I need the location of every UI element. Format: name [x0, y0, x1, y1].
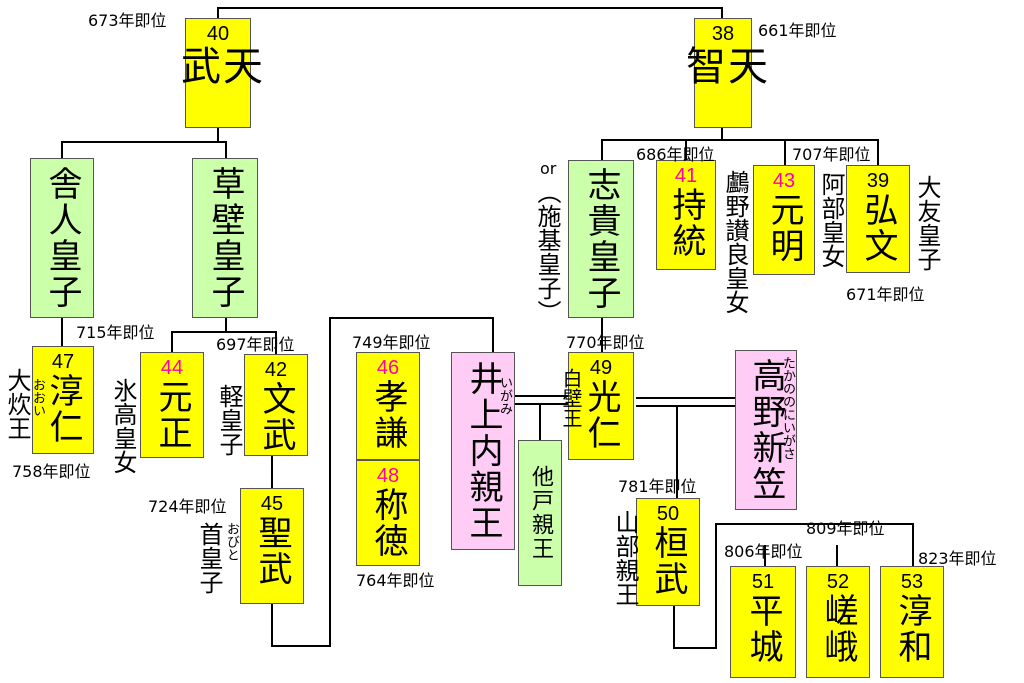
- emperor-44-gensho-box: 44 元正: [140, 352, 204, 458]
- furigana: おおい: [30, 378, 45, 417]
- emperor-47-junnin-box: 47 淳仁: [32, 346, 94, 454]
- emperor-48-shotoku-box: 48 称徳: [356, 460, 420, 566]
- accession-year: 724年即位: [148, 497, 227, 516]
- personal-name: 白壁王: [559, 368, 583, 428]
- emperor-51-heizei-box: 51 平城: [730, 566, 796, 678]
- accession-year: 758年即位: [12, 462, 91, 481]
- reign-number: 38: [711, 23, 735, 45]
- emperor-name: 桓武: [648, 525, 688, 597]
- accession-year: 686年即位: [636, 145, 715, 164]
- personal-name: 氷高皇女: [109, 378, 137, 474]
- emperor-name: 平城: [743, 593, 783, 665]
- furigana: いがみ: [497, 376, 512, 415]
- reign-number: 41: [674, 165, 698, 187]
- emperor-name: 元正: [152, 379, 192, 451]
- prince-osabe-box: 他戸親王: [518, 440, 562, 586]
- personal-name: 大炊王: [3, 368, 31, 440]
- reign-number: 52: [826, 571, 850, 593]
- reign-number: 42: [264, 359, 288, 381]
- accession-year: 715年即位: [76, 323, 155, 342]
- reign-number: 44: [160, 357, 184, 379]
- accession-year: 749年即位: [352, 333, 431, 352]
- emperor-name: 文武: [256, 381, 296, 453]
- accession-year: 661年即位: [758, 21, 837, 40]
- emperor-46-koken-box: 46 孝謙: [356, 352, 420, 460]
- personal-name: 山部親王: [611, 510, 639, 606]
- emperor-39-kobun-box: 39 弘文: [846, 165, 910, 273]
- personal-name: 軽皇子: [215, 384, 243, 456]
- person-name: 草壁皇子: [205, 166, 245, 310]
- reign-number: 49: [589, 357, 613, 379]
- emperor-name: 天智: [679, 45, 767, 87]
- prince-kusakabe-box: 草壁皇子: [192, 158, 258, 318]
- accession-year: 770年即位: [566, 333, 645, 352]
- emperor-41-jito-box: 41 持統: [656, 160, 716, 270]
- emperor-name: 天武: [174, 45, 262, 87]
- emperor-name: 称徳: [368, 487, 408, 559]
- person-name: 高野新笠: [746, 358, 786, 502]
- reign-number: 53: [900, 571, 924, 593]
- reign-number: 40: [206, 23, 230, 45]
- reign-number: 48: [376, 465, 400, 487]
- accession-year: 764年即位: [356, 571, 435, 590]
- emperor-name: 聖武: [252, 515, 292, 587]
- person-name: 舎人皇子: [42, 166, 82, 310]
- accession-year: 781年即位: [618, 477, 697, 496]
- emperor-name: 淳仁: [43, 373, 83, 445]
- reign-number: 45: [260, 493, 284, 515]
- emperor-43-genmei-box: 43 元明: [753, 165, 815, 275]
- accession-year: 707年即位: [792, 145, 871, 164]
- emperor-name: 元明: [764, 192, 804, 264]
- emperor-name: 嵯峨: [818, 593, 858, 665]
- reign-number: 46: [376, 357, 400, 379]
- accession-year: 809年即位: [806, 519, 885, 538]
- prince-shiki-box: 志貴皇子: [568, 160, 634, 318]
- princess-inoue-box: 井上内親王: [451, 352, 515, 550]
- prince-toneri-box: 舎人皇子: [30, 158, 94, 318]
- emperor-52-saga-box: 52 嵯峨: [806, 566, 870, 678]
- emperor-45-shomu-box: 45 聖武: [240, 488, 304, 604]
- emperor-50-kanmu-box: 50 桓武: [636, 498, 700, 606]
- accession-year: 671年即位: [846, 285, 925, 304]
- alt-name-label: （施基皇子）: [533, 180, 561, 324]
- emperor-38-tenji-box: 38 天智: [679, 18, 767, 128]
- emperor-name: 持統: [666, 187, 706, 259]
- reign-number: 43: [772, 170, 796, 192]
- accession-year: 806年即位: [724, 542, 803, 561]
- takano-niigasa-box: 高野新笠: [735, 350, 797, 510]
- reign-number: 47: [51, 351, 75, 373]
- emperor-49-konin-box: 49 光仁: [568, 352, 634, 460]
- emperor-name: 淳和: [892, 593, 932, 665]
- personal-name: 首皇子: [195, 522, 223, 594]
- accession-year: 823年即位: [918, 549, 997, 568]
- emperor-name: 弘文: [858, 192, 898, 264]
- reign-number: 51: [751, 571, 775, 593]
- accession-year: 697年即位: [216, 335, 295, 354]
- emperor-42-monmu-box: 42 文武: [244, 354, 308, 456]
- reign-number: 50: [656, 503, 680, 525]
- reign-number: 39: [866, 170, 890, 192]
- emperor-53-junna-box: 53 淳和: [880, 566, 944, 678]
- personal-name: 鸕野讃良皇女: [721, 170, 749, 314]
- accession-year: 673年即位: [88, 11, 167, 30]
- personal-name: 阿部皇女: [817, 172, 845, 268]
- person-name: 井上内親王: [463, 361, 503, 541]
- furigana: おびと: [224, 522, 239, 561]
- person-name: 志貴皇子: [581, 167, 621, 311]
- or-label: or: [540, 159, 557, 178]
- emperor-40-tenmu-box: 40 天武: [174, 18, 262, 128]
- emperor-name: 光仁: [581, 379, 621, 451]
- furigana: たかののにいがさ: [780, 356, 795, 460]
- emperor-name: 孝謙: [368, 379, 408, 451]
- person-name: 他戸親王: [528, 465, 553, 561]
- personal-name: 大友皇子: [913, 175, 941, 271]
